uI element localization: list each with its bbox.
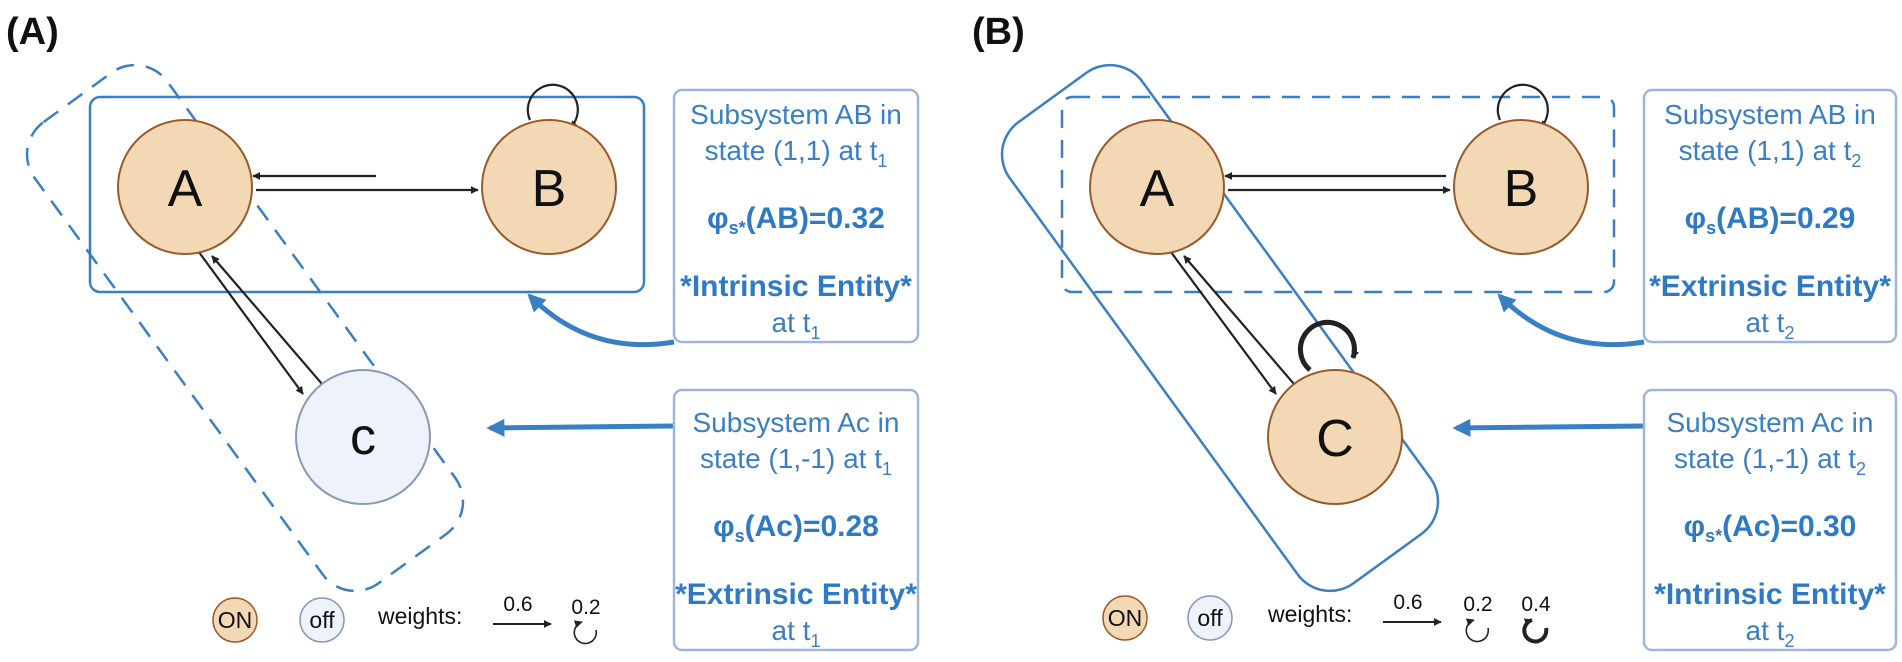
info-box-ac-phi: φs*(Ac)=0.30: [1684, 510, 1857, 546]
edge-c-to-a: [1183, 255, 1295, 385]
legend-a: ON off weights: 0.6 0.2: [212, 593, 601, 645]
info-box-ac: Subsystem Ac in state (1,-1) at t1 φs(Ac…: [672, 388, 920, 652]
pointer-arrow-ac: [1452, 418, 1645, 437]
legend-weight-1: 0.6: [1393, 591, 1422, 614]
info-box-ab-line2: state (1,1) at t2: [1679, 135, 1862, 171]
info-box-ab-time: at t1: [772, 307, 821, 343]
subsystem-ac-outline: [25, 63, 465, 593]
info-box-ab-line1: Subsystem AB in: [690, 99, 902, 130]
pointer-arrow-ac: [486, 418, 675, 437]
legend-on-label: ON: [1108, 605, 1143, 631]
node-a: A: [1089, 119, 1225, 255]
legend-b: ON off weights: 0.6 0.2 0.4: [1102, 591, 1551, 644]
self-loop-c: [1297, 319, 1360, 372]
info-box-ab-phi: φs(AB)=0.29: [1685, 202, 1856, 238]
self-loop-b: [526, 83, 579, 129]
subsystem-ac-outline: [1000, 63, 1440, 593]
legend-weight-2: 0.2: [1463, 593, 1492, 616]
legend-loop-thin: [1465, 618, 1490, 643]
node-c: C: [1267, 369, 1403, 505]
pointer-arrow-ab: [527, 293, 675, 348]
self-loop-b: [1496, 83, 1549, 129]
edge-c-to-a: [211, 255, 323, 385]
pointer-arrow-ab: [1497, 293, 1645, 348]
info-box-ac-line2: state (1,-1) at t2: [1674, 443, 1866, 479]
node-b: B: [1453, 119, 1589, 255]
legend-loop-thin: [573, 620, 598, 645]
legend-weight-2: 0.2: [571, 596, 600, 619]
legend-on-swatch: [212, 597, 258, 643]
legend-off-label: off: [1197, 605, 1223, 631]
info-box-ac: Subsystem Ac in state (1,-1) at t2 φs*(A…: [1642, 388, 1898, 652]
info-box-ac-line2: state (1,-1) at t1: [700, 443, 892, 479]
subsystem-ab-outline: [1060, 95, 1616, 294]
node-c-label: c: [350, 408, 376, 466]
info-box-ab-entity: *Intrinsic Entity*: [680, 270, 912, 303]
node-c: c: [295, 369, 431, 505]
legend-off-swatch: [299, 597, 345, 643]
info-box-ac-line1: Subsystem Ac in: [693, 407, 900, 438]
info-box-ac-phi: φs(Ac)=0.28: [713, 510, 879, 546]
info-box-ab: Subsystem AB in state (1,1) at t2 φs(AB)…: [1642, 88, 1898, 344]
info-box-ac-entity: *Extrinsic Entity*: [675, 578, 917, 611]
node-c-label: C: [1316, 410, 1354, 468]
info-box-ab-phi: φs*(AB)=0.32: [707, 202, 885, 238]
legend-on-swatch: [1102, 595, 1148, 641]
legend-weight-1: 0.6: [503, 593, 532, 616]
node-b: B: [481, 119, 617, 255]
legend-weights-label: weights:: [377, 603, 462, 629]
panel-b: (B) A B C Subsystem AB in: [972, 11, 1898, 652]
node-b-label: B: [532, 160, 567, 218]
node-a: A: [117, 119, 253, 255]
info-box-ab-entity: *Extrinsic Entity*: [1649, 270, 1891, 303]
info-box-ac-time: at t1: [772, 615, 821, 651]
info-box-ab-line1: Subsystem AB in: [1664, 99, 1876, 130]
node-a-label: A: [168, 160, 203, 218]
edge-a-to-c: [192, 243, 304, 395]
legend-off-label: off: [309, 607, 335, 633]
info-box-ab-line2: state (1,1) at t1: [705, 135, 888, 171]
subsystem-ab-outline: [88, 95, 646, 294]
node-b-label: B: [1504, 160, 1539, 218]
info-box-ac-entity: *Intrinsic Entity*: [1654, 578, 1886, 611]
node-a-label: A: [1140, 160, 1175, 218]
legend-off-swatch: [1187, 595, 1233, 641]
edge-a-to-c: [1164, 243, 1277, 395]
legend-loop-thick: [1522, 618, 1549, 644]
panel-b-label: (B): [972, 11, 1025, 53]
legend-weight-3: 0.4: [1521, 593, 1551, 616]
legend-on-label: ON: [218, 607, 253, 633]
info-box-ab-time: at t2: [1746, 307, 1795, 343]
info-box-ac-time: at t2: [1746, 615, 1795, 651]
panel-a: (A) A B c Subsystem AB in s: [6, 11, 920, 652]
legend-weights-label: weights:: [1267, 601, 1352, 627]
info-box-ab: Subsystem AB in state (1,1) at t1 φs*(AB…: [672, 88, 920, 344]
info-box-ac-line1: Subsystem Ac in: [1667, 407, 1874, 438]
panel-a-label: (A): [6, 11, 59, 53]
